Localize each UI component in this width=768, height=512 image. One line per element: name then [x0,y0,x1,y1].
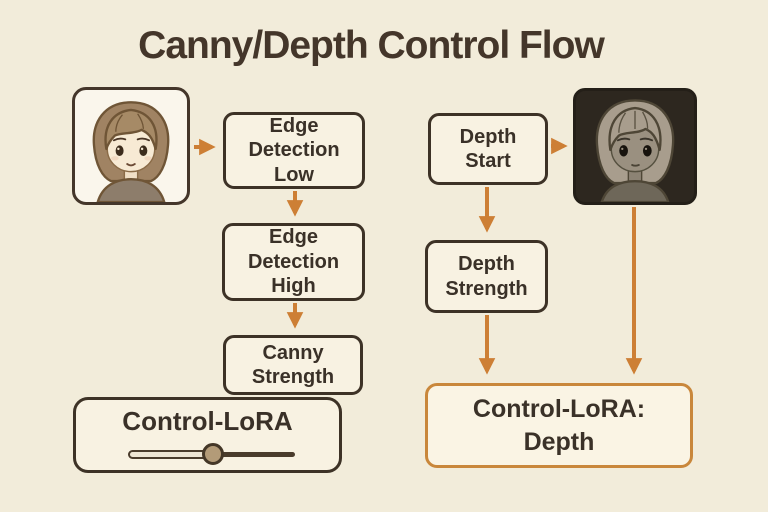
flow-box-control-lora: Control-LoRA [73,397,342,473]
slider-handle[interactable] [202,443,225,465]
control-lora-label: Control-LoRA [122,406,293,436]
flow-box-depth-start: Depth Start [428,113,548,185]
flow-box-edge-detection-high: Edge Detection High [222,223,365,301]
page-title: Canny/Depth Control Flow [138,24,605,67]
flow-box-depth-strength: Depth Strength [425,240,548,313]
anime-girl-depth-icon [595,99,675,202]
source-portrait-image [72,87,190,205]
control-lora-strength-slider[interactable] [128,441,295,469]
slider-track-filled[interactable] [128,450,214,459]
flow-box-edge-detection-low: Edge Detection Low [223,112,365,189]
flow-box-canny-strength: Canny Strength [223,335,363,395]
depth-map-portrait-image [573,88,697,205]
flow-box-control-lora-depth: Control-LoRA: Depth [425,383,693,468]
slider-track-remainder[interactable] [213,452,295,457]
anime-girl-light-icon [92,101,170,202]
